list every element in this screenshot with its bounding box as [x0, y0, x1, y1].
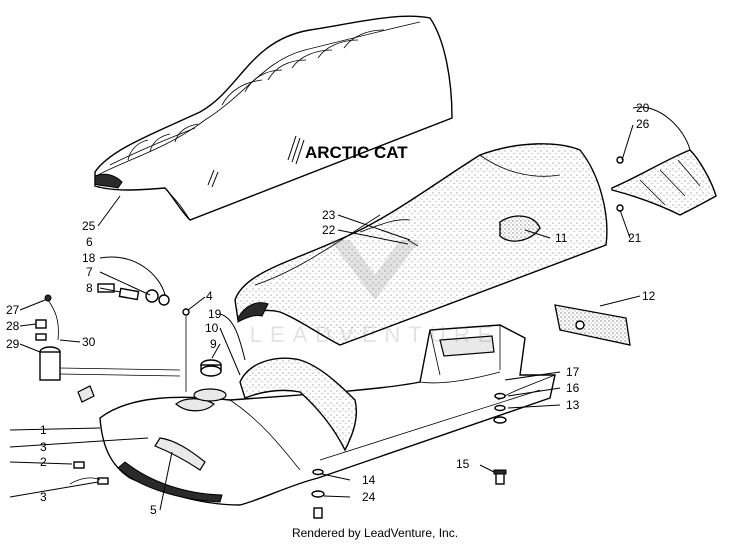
footer-credit: Rendered by LeadVenture, Inc.	[291, 526, 459, 540]
callout-27: 27	[6, 303, 20, 317]
seat-cover: ARCTIC CAT	[94, 15, 453, 221]
callout-4: 4	[206, 289, 213, 303]
callout-23: 23	[322, 208, 336, 222]
callout-8: 8	[86, 281, 93, 295]
callout-28: 28	[6, 319, 20, 333]
callout-25: 25	[82, 219, 96, 233]
callout-24: 24	[362, 490, 376, 504]
callout-12: 12	[642, 289, 656, 303]
brand-logo-text: ARCTIC CAT	[305, 143, 408, 162]
callout-7: 7	[86, 265, 93, 279]
callout-16: 16	[566, 381, 580, 395]
callout-14: 14	[362, 473, 376, 487]
callout-5: 5	[150, 503, 157, 517]
callout-9: 9	[210, 337, 217, 351]
callout-3: 3	[40, 440, 47, 454]
callout-20: 20	[636, 101, 650, 115]
callout-10: 10	[205, 321, 219, 335]
callout-11: 11	[555, 231, 568, 245]
callout-15: 15	[456, 457, 470, 471]
seat-foam	[234, 143, 608, 346]
callout-18: 18	[82, 251, 96, 265]
callout-1: 1	[40, 423, 47, 437]
leader-lines	[9, 106, 691, 511]
rear-bumper-plate	[611, 149, 717, 216]
fuel-sender	[35, 294, 181, 403]
fasteners	[69, 392, 507, 519]
fuel-cap	[200, 359, 222, 377]
callout-numbers: 25 6 18 7 8 4 27 28 29 30 10 19 9 1 3 2 …	[6, 101, 656, 517]
callout-22: 22	[322, 223, 336, 237]
callout-29: 29	[6, 337, 20, 351]
callout-6: 6	[86, 235, 93, 249]
callout-2: 2	[40, 455, 47, 469]
callout-19: 19	[208, 307, 222, 321]
callout-13: 13	[566, 398, 580, 412]
foam-pad	[554, 304, 631, 346]
callout-17: 17	[566, 365, 580, 379]
callout-3b: 3	[40, 490, 47, 504]
callout-26: 26	[636, 117, 650, 131]
seat-bracket	[239, 357, 357, 452]
callout-30: 30	[82, 335, 96, 349]
fuel-fittings	[97, 283, 190, 392]
callout-21: 21	[628, 231, 642, 245]
